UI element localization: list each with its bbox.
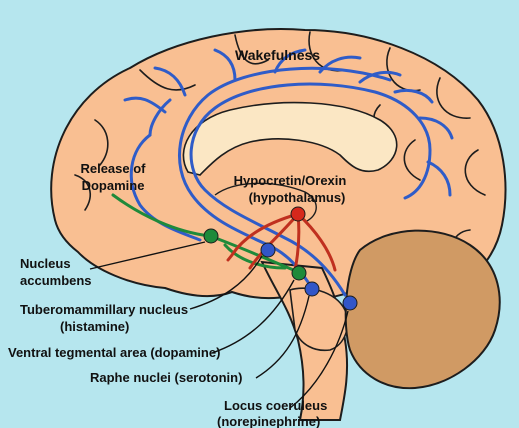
locus-coeruleus-label-line1: Locus coeruleus xyxy=(224,398,327,413)
hypocretin-nucleus xyxy=(291,207,305,221)
locus-coeruleus-label-line2: (norepinephrine) xyxy=(217,414,320,428)
vta-node xyxy=(292,266,306,280)
nucleus-accumbens-node xyxy=(204,229,218,243)
tuberomammillary-node xyxy=(261,243,275,257)
release-dopamine-label-line2: Dopamine xyxy=(82,178,145,193)
hypocretin-label-line1: Hypocretin/Orexin xyxy=(234,173,347,188)
tuberomammillary-label-line2: (histamine) xyxy=(60,319,129,334)
nucleus-accumbens-label-line1: Nucleus xyxy=(20,256,71,271)
raphe-node xyxy=(305,282,319,296)
nucleus-accumbens-label-line2: accumbens xyxy=(20,273,92,288)
raphe-label: Raphe nuclei (serotonin) xyxy=(90,370,242,385)
vta-label: Ventral tegmental area (dopamine) xyxy=(8,345,220,360)
hypocretin-label-line2: (hypothalamus) xyxy=(249,190,346,205)
wakefulness-label: Wakefulness xyxy=(235,47,320,63)
cerebellum xyxy=(346,231,500,389)
locus-coeruleus-node xyxy=(343,296,357,310)
release-dopamine-label-line1: Release of xyxy=(80,161,146,176)
tuberomammillary-label-line1: Tuberomammillary nucleus xyxy=(20,302,188,317)
